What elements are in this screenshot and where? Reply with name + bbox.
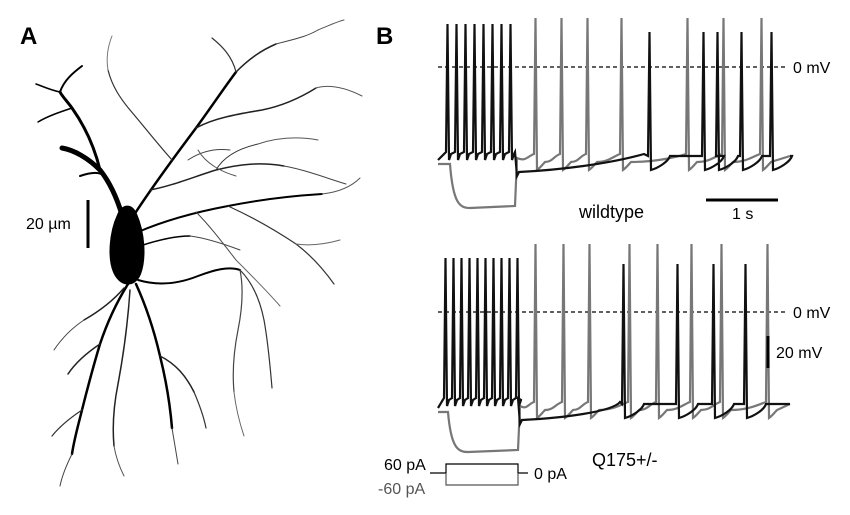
- stimulus-positive-step: [430, 463, 528, 474]
- panel-a-letter: A: [20, 23, 37, 50]
- scale-bar-20um-label: 20 µm: [26, 216, 71, 233]
- neuron-soma: [109, 205, 145, 285]
- zero-mv-label-top: 0 mV: [793, 60, 831, 77]
- stimulus-protocol: [430, 463, 528, 486]
- stimulus-positive-label: 60 pA: [384, 457, 426, 474]
- neuron-morphology: [35, 19, 363, 487]
- condition-label-wildtype: wildtype: [578, 202, 644, 222]
- condition-label-q175: Q175+/-: [592, 450, 658, 470]
- stimulus-baseline-label: 0 pA: [534, 466, 567, 483]
- voltage-scale-bar-label: 20 mV: [776, 345, 823, 362]
- trace-wildtype: [437, 17, 794, 210]
- trace-wildtype-positive-step: [437, 23, 794, 181]
- trace-q175-positive-step: [437, 257, 790, 429]
- trace-q175: [437, 243, 791, 454]
- zero-mv-label-bottom: 0 mV: [793, 305, 831, 322]
- time-scale-bar-label: 1 s: [732, 206, 753, 223]
- panel-b-letter: B: [376, 23, 393, 50]
- stimulus-negative-step: [445, 473, 519, 486]
- stimulus-negative-label: -60 pA: [378, 481, 425, 498]
- trace-q175-negative-step: [438, 243, 791, 454]
